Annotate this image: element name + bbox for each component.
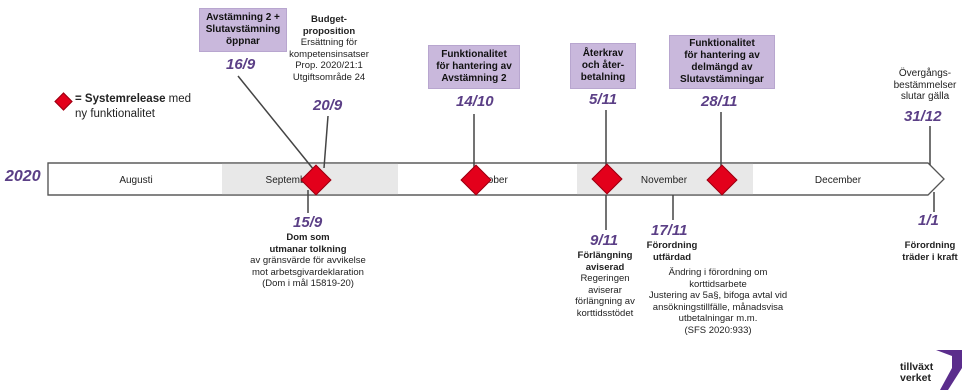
date-16-9: 16/9: [226, 56, 256, 73]
date-1-1: 1/1: [918, 212, 939, 229]
tillvaxtverket-logo: tillväxt verket: [900, 350, 962, 391]
date-9-11: 9/11: [590, 232, 619, 249]
overgangsbestammelser-text: Övergångs- bestämmelser slutar gälla: [893, 68, 957, 102]
month-august: Augusti: [119, 175, 153, 186]
dom-text: Dom som utmanar tolkning av gränsvärde f…: [250, 232, 366, 289]
milestone-box-slutavstamningar: Funktionalitet för hantering av delmängd…: [669, 35, 775, 89]
date-15-9: 15/9: [293, 214, 323, 231]
milestone-box-avstamning: Avstämning 2 + Slutavstämning öppnar: [199, 8, 287, 52]
milestone-box-aterkrav: Återkrav och åter- betalning: [570, 43, 636, 89]
forordning-utfardad-title: Förordning utfärdad: [646, 240, 698, 263]
date-14-10: 14/10: [456, 93, 494, 110]
date-28-11: 28/11: [701, 93, 738, 110]
forordning-trader-i-kraft: Förordning träder i kraft: [902, 240, 958, 263]
legend: = Systemrelease med ny funktionalitet: [54, 92, 215, 122]
date-20-9: 20/9: [313, 97, 343, 114]
forordning-utfardad-text: Ändring i förordning om korttidsarbete J…: [648, 267, 788, 336]
date-5-11: 5/11: [589, 91, 618, 108]
forlangning-text: Förlängning aviserad Regeringen aviserar…: [575, 250, 635, 319]
year-label: 2020: [5, 168, 41, 185]
month-november: November: [640, 175, 688, 186]
date-31-12: 31/12: [904, 108, 942, 125]
legend-text: = Systemrelease med ny funktionalitet: [75, 93, 192, 120]
budget-proposition-text: Budget- proposition Ersättning för kompe…: [289, 14, 369, 83]
month-september: September: [265, 175, 315, 186]
month-december: December: [814, 175, 862, 186]
logo-text: tillväxt verket: [900, 361, 934, 384]
date-17-11: 17/11: [651, 222, 688, 239]
milestone-box-avstamning-2: Funktionalitet för hantering av Avstämni…: [428, 45, 520, 89]
logo-mark-icon: [936, 350, 962, 390]
